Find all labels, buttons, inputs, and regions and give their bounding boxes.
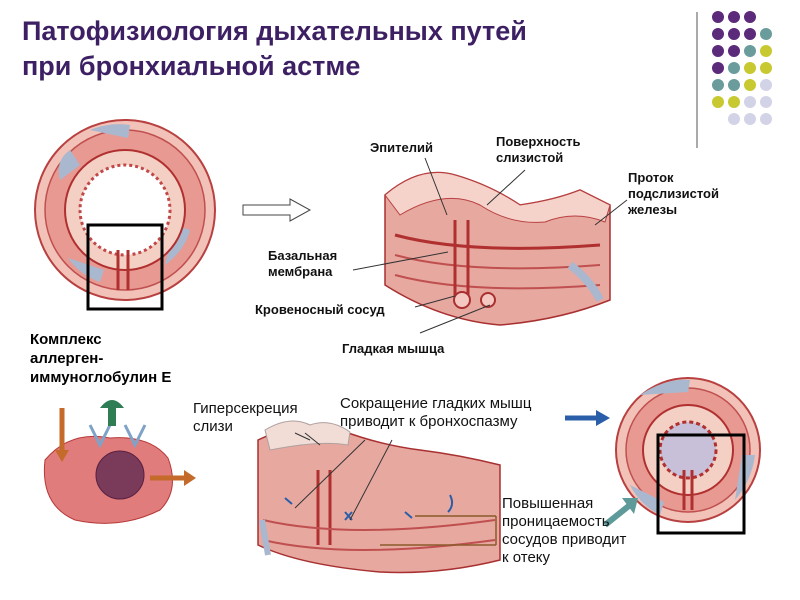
- label-basal-membrane: Базальная мембрана: [268, 248, 337, 280]
- label-blood-vessel: Кровеносный сосуд: [255, 302, 385, 318]
- label-mucosa-surface: Поверхность слизистой: [496, 134, 581, 166]
- label-epithelium: Эпителий: [370, 140, 433, 156]
- tissue-block-asthma: [258, 421, 500, 573]
- label-smooth-muscle: Гладкая мышца: [342, 341, 444, 357]
- zoom-arrow-icon: [243, 199, 310, 221]
- label-vascular-permeability: Повышенная проницаемость сосудов приводи…: [502, 495, 626, 567]
- label-hypersecretion: Гиперсекреция слизи: [193, 400, 298, 436]
- mast-cell-complex: [44, 400, 196, 523]
- airway-cross-section-asthma: [616, 378, 760, 533]
- label-allergen-ige-complex: Комплекс аллерген- иммуноглобулин Е: [30, 330, 230, 387]
- progression-arrow-icon: [565, 410, 610, 426]
- airway-cross-section-normal: [35, 120, 215, 309]
- label-bronchospasm: Сокращение гладких мышц приводит к бронх…: [340, 395, 531, 431]
- label-gland-duct: Проток подслизистой железы: [628, 170, 719, 218]
